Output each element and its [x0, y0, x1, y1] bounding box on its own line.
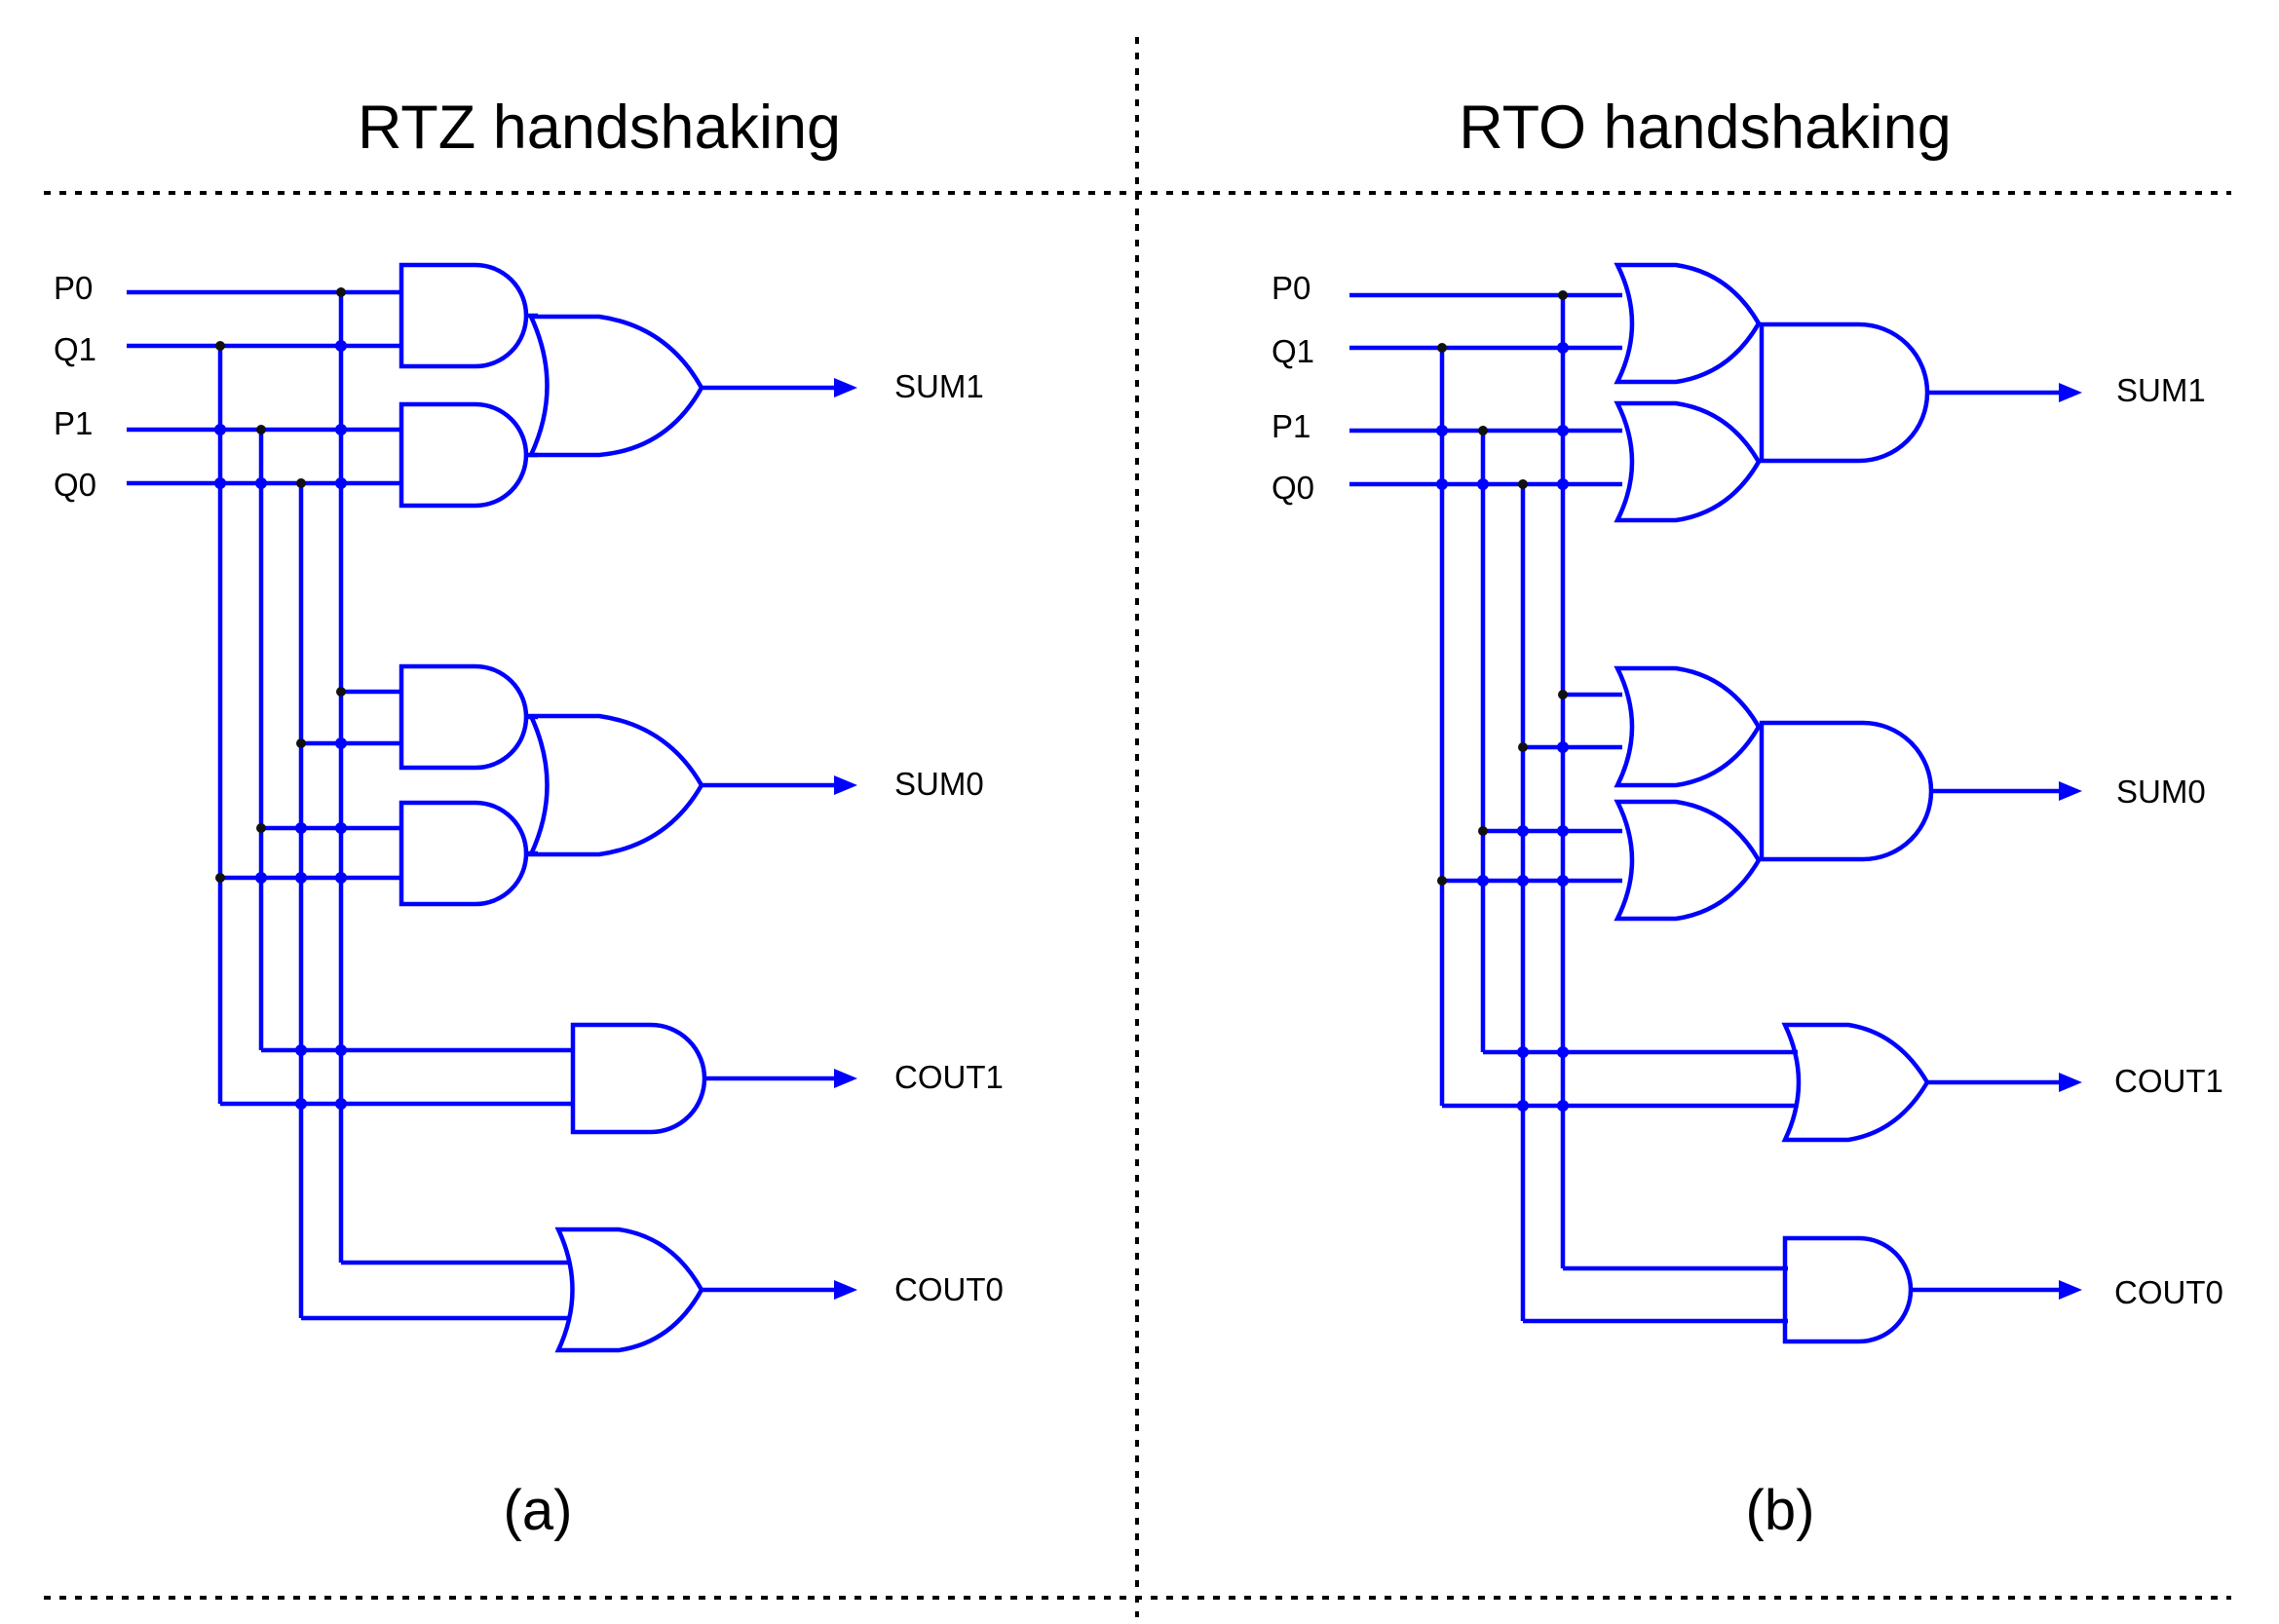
panel-a-caption: (a): [504, 1479, 573, 1542]
arrow-icon: [834, 378, 857, 397]
junction-dot: [336, 287, 346, 297]
and-gate: [399, 663, 529, 771]
arrow-icon: [2059, 1280, 2082, 1300]
panel-a-input-label: P1: [54, 405, 93, 441]
panel-b-caption: (b): [1746, 1479, 1815, 1542]
panel-b-input-label: P1: [1272, 408, 1310, 444]
panel-a-input-label: Q1: [54, 331, 96, 367]
junction-dot: [256, 823, 266, 833]
panel-a-input-label: P0: [54, 270, 93, 306]
panel-a-output-label: COUT1: [894, 1059, 1004, 1095]
panel-a-title: RTZ handshaking: [358, 94, 841, 162]
arrow-icon: [2059, 383, 2082, 402]
junction-dot: [1518, 479, 1528, 489]
panel-b-circuit: [1349, 262, 2082, 1344]
and-gate: [1782, 1235, 1914, 1344]
panel-a-output-label: SUM0: [894, 766, 984, 802]
junction-dot: [1437, 343, 1447, 353]
junction-dot: [256, 425, 266, 434]
panel-a-output-label: COUT0: [894, 1271, 1004, 1307]
panel-b-output-label: COUT0: [2114, 1274, 2223, 1310]
and-gate: [399, 401, 529, 509]
junction-dot: [296, 478, 306, 488]
or-gate: [527, 713, 704, 857]
junction-dot: [215, 873, 225, 883]
panel-b-input-label: Q1: [1272, 333, 1314, 369]
junction-dot: [1518, 742, 1528, 752]
junction-dot: [1558, 290, 1568, 300]
panel-a-input-label: Q0: [54, 467, 96, 503]
or-gate: [527, 314, 704, 458]
or-gate: [1614, 665, 1762, 788]
and-gate: [399, 800, 529, 907]
or-gate: [1781, 1022, 1930, 1143]
or-gate: [554, 1227, 704, 1353]
and-gate: [1759, 720, 1934, 862]
junction-dot: [1437, 876, 1447, 886]
junction-dot: [1478, 426, 1488, 435]
panel-b-input-label: P0: [1272, 270, 1310, 306]
junction-dot: [336, 687, 346, 697]
junction-dot: [296, 738, 306, 748]
junction-dot: [215, 341, 225, 351]
junction-dot: [1558, 690, 1568, 699]
panel-b-output-label: COUT1: [2114, 1063, 2223, 1099]
and-gate: [1759, 321, 1930, 464]
arrow-icon: [834, 775, 857, 795]
arrow-icon: [834, 1280, 857, 1300]
panel-b-output-label: SUM1: [2116, 372, 2206, 408]
or-gate: [1614, 400, 1762, 523]
and-gate: [570, 1022, 707, 1135]
panel-a-circuit: [127, 262, 857, 1353]
panel-b-input-label: Q0: [1272, 470, 1314, 506]
arrow-icon: [2059, 781, 2082, 801]
panel-b-title: RTO handshaking: [1459, 94, 1952, 162]
arrow-icon: [834, 1069, 857, 1088]
panel-a-output-label: SUM1: [894, 368, 984, 404]
or-gate: [1614, 799, 1762, 922]
junction-dot: [1478, 826, 1488, 836]
panel-b-output-label: SUM0: [2116, 774, 2206, 810]
and-gate: [399, 262, 529, 369]
arrow-icon: [2059, 1073, 2082, 1092]
or-gate: [1614, 262, 1762, 385]
